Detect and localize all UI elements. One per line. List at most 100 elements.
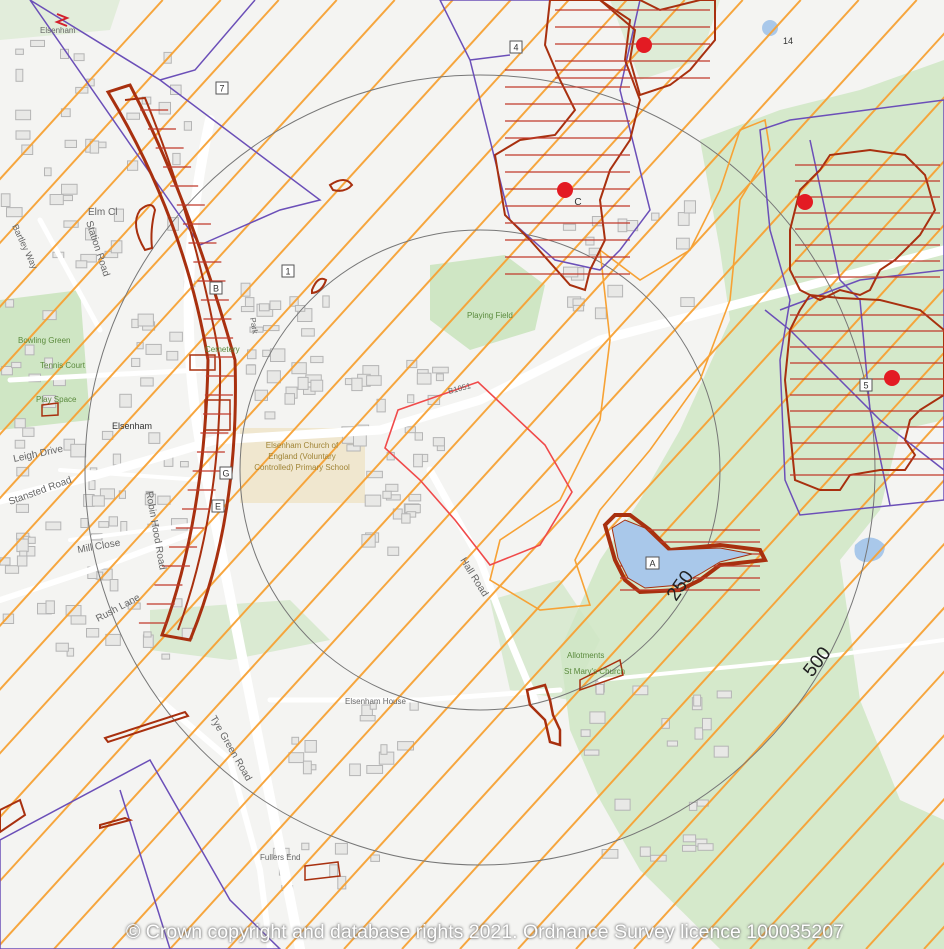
building <box>101 430 114 440</box>
label-box-4: 4 <box>509 40 523 54</box>
hatch-line <box>0 0 396 436</box>
label-elsenham-station: Elsenham <box>40 26 76 35</box>
label-park: Park <box>248 317 260 336</box>
building <box>349 763 361 777</box>
label-playing-field: Playing Field <box>467 311 513 320</box>
svg-text:7: 7 <box>219 84 224 94</box>
building <box>80 253 97 263</box>
building <box>145 343 162 355</box>
building <box>183 121 193 131</box>
building <box>322 295 330 308</box>
building <box>180 461 189 468</box>
svg-text:5: 5 <box>863 381 868 391</box>
point-marker-c[interactable] <box>557 182 573 198</box>
point-marker-5[interactable] <box>884 370 900 386</box>
building <box>334 842 348 855</box>
hatch-line <box>169 96 944 949</box>
hatch-line <box>0 0 222 245</box>
svg-text:E: E <box>215 502 221 512</box>
building <box>70 443 87 458</box>
building <box>45 521 62 531</box>
building <box>387 546 400 556</box>
building <box>304 740 317 753</box>
building <box>366 470 383 479</box>
building <box>108 516 118 527</box>
building <box>14 439 26 449</box>
building <box>288 752 305 764</box>
building <box>172 152 181 166</box>
building <box>713 745 729 758</box>
label-tennis-court: Tennis Court <box>40 361 86 370</box>
pond-a <box>611 519 753 589</box>
point-marker-4[interactable] <box>636 37 652 53</box>
building <box>432 366 449 374</box>
hatch-line <box>0 0 802 883</box>
label-cemetery: Cemetery <box>205 345 240 354</box>
point-marker-mid[interactable] <box>797 194 813 210</box>
building <box>607 284 624 298</box>
building <box>131 357 141 367</box>
building <box>580 729 591 737</box>
building <box>245 364 257 375</box>
site-boundary[interactable] <box>384 381 573 566</box>
building <box>88 480 96 491</box>
building <box>30 39 45 48</box>
building <box>109 579 119 592</box>
building <box>91 495 105 507</box>
label-school-line-2: England (Voluntary <box>268 452 336 461</box>
svg-text:G: G <box>222 469 229 479</box>
building <box>143 631 152 638</box>
building <box>297 376 309 390</box>
building <box>693 694 702 707</box>
building <box>682 844 697 852</box>
building <box>697 843 714 851</box>
building <box>89 140 100 154</box>
building <box>105 633 121 646</box>
building <box>583 749 600 756</box>
building <box>682 834 697 843</box>
building <box>310 355 324 364</box>
label-elsenham: Elsenham <box>112 421 152 431</box>
building <box>131 318 139 329</box>
hatch-line <box>0 0 860 947</box>
building <box>366 375 382 386</box>
label-box-g: G <box>219 466 233 480</box>
building <box>6 207 23 218</box>
building <box>15 130 31 140</box>
brown-features <box>0 0 944 881</box>
building <box>2 613 15 624</box>
building <box>49 194 64 206</box>
building <box>137 313 154 327</box>
label-elm-close: Elm Cl <box>88 207 117 218</box>
label-school-line-3: Controlled) Primary School <box>254 463 350 472</box>
building <box>301 842 310 851</box>
building <box>5 299 15 308</box>
hatch-line <box>749 734 944 949</box>
building <box>99 488 116 500</box>
hatch-line <box>0 0 454 500</box>
building <box>351 377 363 392</box>
red-points[interactable] <box>557 37 900 386</box>
hatch-line <box>0 0 570 628</box>
building <box>119 393 132 408</box>
building <box>4 565 20 574</box>
label-point-c: C <box>574 197 581 208</box>
building <box>14 418 26 429</box>
building <box>64 139 77 149</box>
hatch-line <box>0 0 280 309</box>
building <box>1 366 13 376</box>
building <box>148 432 161 444</box>
building <box>380 744 388 755</box>
building <box>61 183 78 195</box>
roads <box>0 115 944 949</box>
building <box>284 393 295 405</box>
building <box>702 717 712 731</box>
building <box>413 453 423 468</box>
building <box>585 236 595 246</box>
building <box>266 370 281 384</box>
building <box>401 513 411 524</box>
building <box>240 282 251 297</box>
building <box>27 536 36 544</box>
